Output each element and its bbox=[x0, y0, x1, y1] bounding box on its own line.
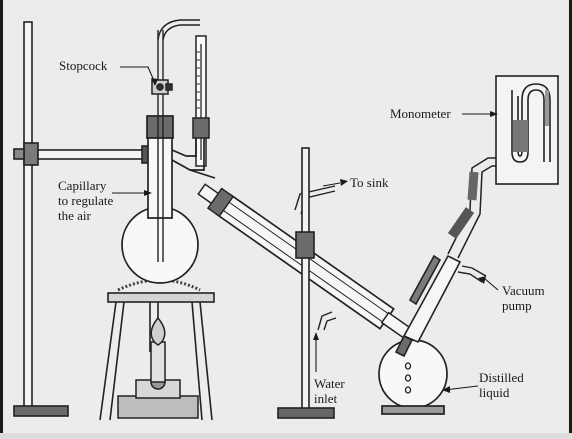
condenser-outlet-tube bbox=[294, 185, 336, 215]
arrow-heads bbox=[144, 78, 498, 393]
rubber-tubing bbox=[447, 207, 475, 239]
capillary-tube bbox=[157, 19, 200, 262]
receiving-flask bbox=[378, 339, 448, 415]
monometer bbox=[495, 75, 559, 185]
water-inlet-label: Water inlet bbox=[314, 376, 345, 406]
tripod-stand bbox=[99, 292, 215, 421]
water-inlet-tube bbox=[317, 311, 337, 331]
stopcock-label: Stopcock bbox=[59, 58, 108, 73]
distillate-drops bbox=[404, 362, 412, 394]
distillation-flask bbox=[121, 115, 199, 284]
rubber-tubing-upper bbox=[467, 171, 479, 201]
thermometer bbox=[192, 35, 210, 167]
vacuum-pump-outlet bbox=[457, 265, 487, 283]
wire-gauze bbox=[117, 278, 201, 292]
left-retort-stand bbox=[13, 21, 153, 417]
vacuum-pump-label: Vacuum pump bbox=[502, 283, 545, 313]
right-border bbox=[569, 0, 572, 439]
distilled-liquid-label: Distilled liquid bbox=[479, 370, 524, 400]
middle-retort-stand bbox=[277, 147, 335, 419]
capillary-label: Capillary to regulate the air bbox=[58, 178, 114, 223]
claisen-adapter bbox=[171, 138, 216, 179]
bottom-border bbox=[0, 433, 572, 439]
left-border bbox=[0, 0, 3, 439]
monometer-label: Monometer bbox=[390, 106, 451, 121]
burner bbox=[117, 316, 199, 419]
vacuum-adapter bbox=[394, 254, 462, 358]
to-sink-label: To sink bbox=[350, 175, 389, 190]
stopcock bbox=[151, 79, 173, 95]
condenser bbox=[197, 183, 423, 347]
